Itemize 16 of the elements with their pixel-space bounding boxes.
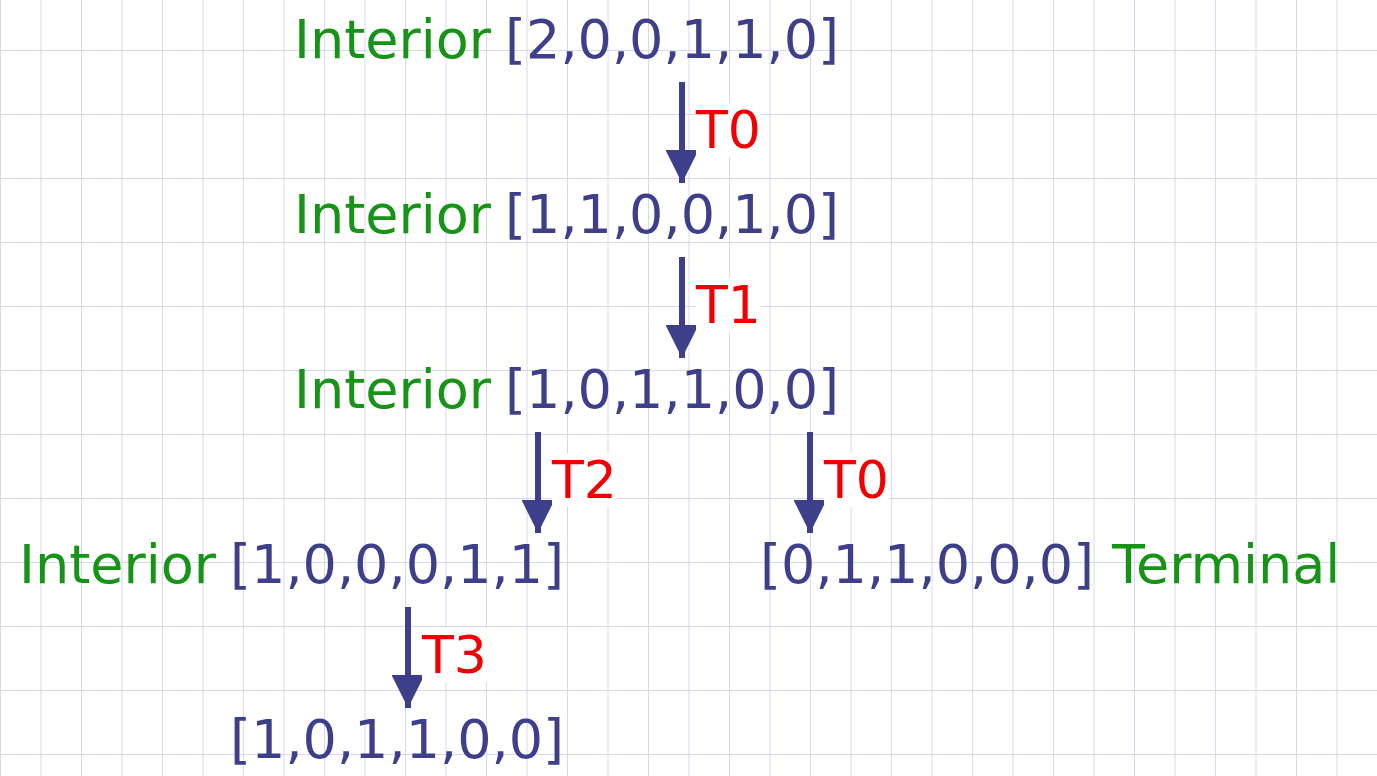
state-vector: [1,0,1,1,0,0] xyxy=(505,362,840,418)
state-vector: [1,1,0,0,1,0] xyxy=(505,187,840,243)
state-label: Interior xyxy=(294,362,491,418)
edge-label: T3 xyxy=(422,627,487,682)
edge-label: T1 xyxy=(696,277,761,332)
state-vector: [2,0,0,1,1,0] xyxy=(505,12,840,68)
edge-label: T2 xyxy=(552,452,617,507)
state-label: Interior xyxy=(19,537,216,593)
state-vector: [0,1,1,0,0,0] xyxy=(760,537,1095,593)
edge-label: T0 xyxy=(824,452,889,507)
state-vector: [1,0,1,1,0,0] xyxy=(230,712,565,768)
state-vector: [1,0,0,0,1,1] xyxy=(230,537,565,593)
state-label: Interior xyxy=(294,187,491,243)
state-label: Terminal xyxy=(1112,537,1341,593)
edge-label: T0 xyxy=(696,102,761,157)
state-label: Interior xyxy=(294,12,491,68)
